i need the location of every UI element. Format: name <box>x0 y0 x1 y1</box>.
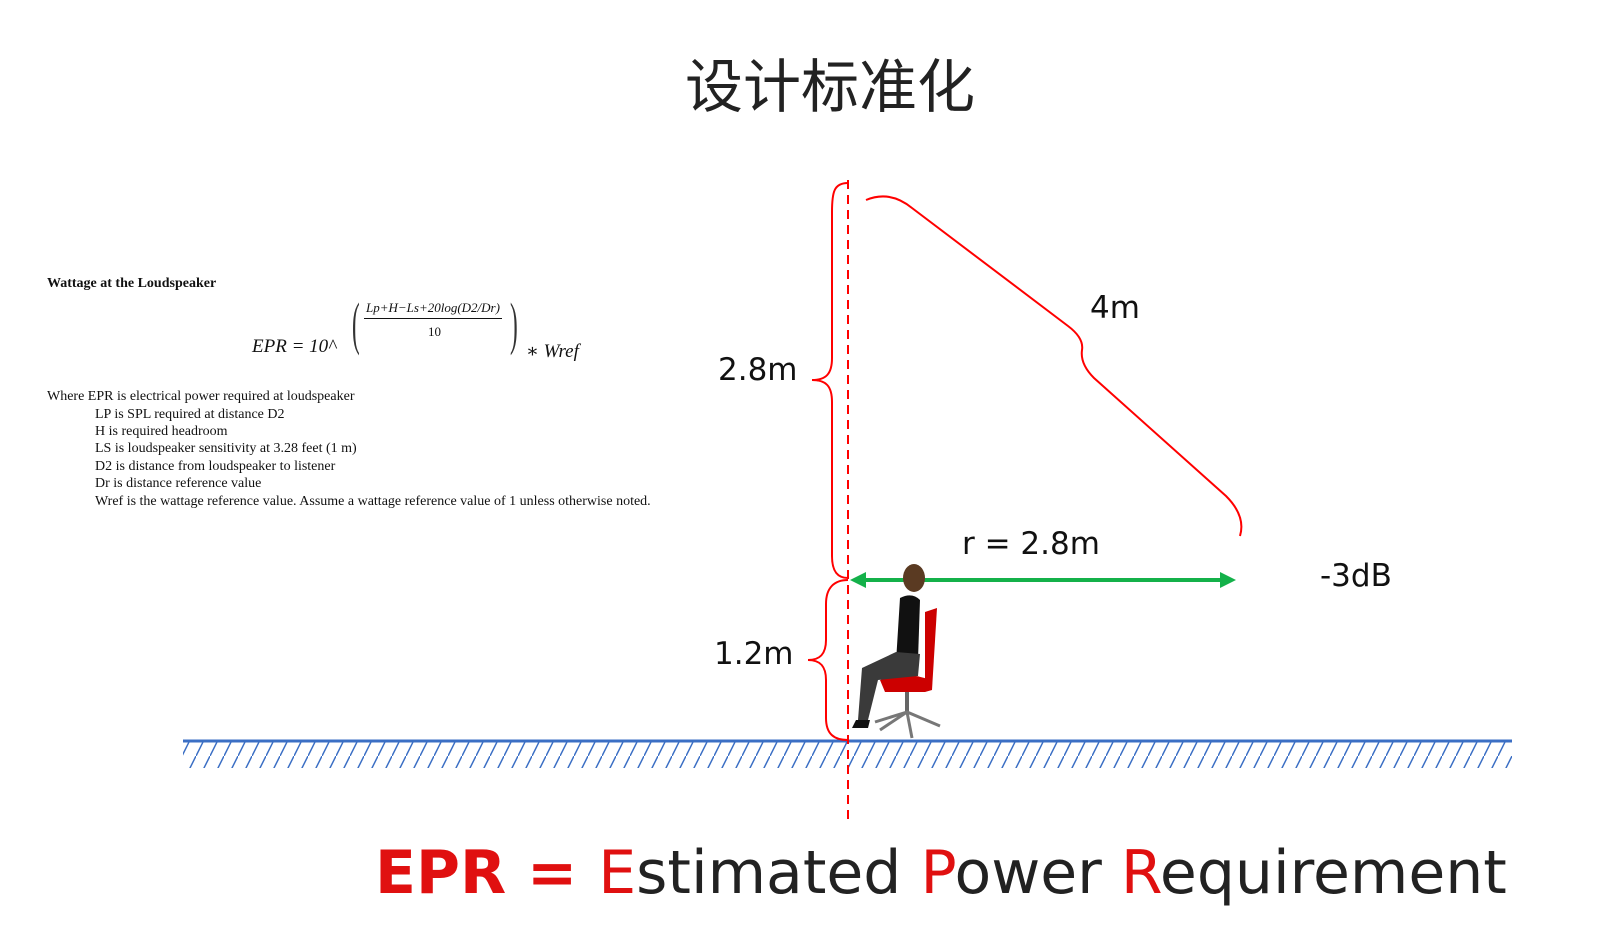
brace-lower-height <box>807 579 849 741</box>
formula-numerator: Lp+H−Ls+20log(D2/Dr) <box>364 300 502 319</box>
brace-diagonal <box>865 195 1243 537</box>
formula-lhs: EPR = 10^ <box>252 336 337 357</box>
epr-abbrev: EPR <box>375 838 507 908</box>
definition: Dr is distance reference value <box>95 476 262 491</box>
arrow-head-left <box>850 572 866 588</box>
word-estimated: stimated <box>636 838 921 908</box>
word-power: ower <box>954 838 1121 908</box>
letter-r: R <box>1120 838 1160 908</box>
letter-e: E <box>598 838 637 908</box>
attenuation-label: -3dB <box>1320 558 1392 594</box>
lower-height-label: 1.2m <box>714 636 794 672</box>
definition: H is required headroom <box>95 424 228 439</box>
slide-title: 设计标准化 <box>684 53 975 121</box>
diagonal-distance-label: 4m <box>1090 290 1140 326</box>
upper-height-label: 2.8m <box>718 352 798 388</box>
equals: = <box>506 838 599 908</box>
radius-label: r = 2.8m <box>962 526 1100 562</box>
seated-listener-figure <box>852 564 941 739</box>
formula-heading: Wattage at the Loudspeaker <box>47 276 217 291</box>
brace-upper-height <box>811 182 849 579</box>
definition: Wref is the wattage reference value. Ass… <box>95 494 651 509</box>
letter-p: P <box>920 838 955 908</box>
definition: Where EPR is electrical power required a… <box>47 389 355 404</box>
definition: LP is SPL required at distance D2 <box>95 407 285 422</box>
formula-denominator: 10 <box>428 324 441 339</box>
definition: LS is loudspeaker sensitivity at 3.28 fe… <box>95 441 357 456</box>
definition: D2 is distance from loudspeaker to liste… <box>95 459 336 474</box>
epr-definition: EPR = Estimated Power Requirement <box>375 838 1507 908</box>
paren-left: ( <box>352 291 360 356</box>
formula-rhs: ∗ Wref <box>526 341 579 362</box>
word-requirement: equirement <box>1159 838 1507 908</box>
arrow-head-right <box>1220 572 1236 588</box>
paren-right: ) <box>510 291 518 356</box>
